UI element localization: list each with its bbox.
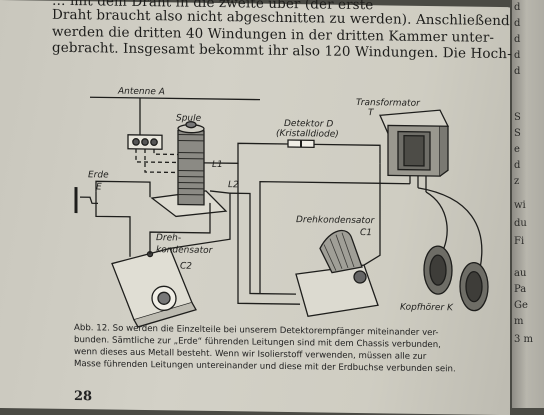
label-drehkondensator-right: Drehkondensator: [296, 215, 375, 226]
right-fragment: m: [514, 316, 523, 327]
right-fragment: e: [514, 144, 520, 155]
right-fragment: Pa: [514, 284, 526, 295]
label-antenne: Antenne A: [117, 87, 165, 98]
label-l2: L2: [228, 180, 239, 190]
antenna-wire: [90, 97, 260, 99]
label-drehkondensator-left-2: kondensator: [156, 245, 214, 256]
right-fragment: S: [514, 112, 521, 123]
right-fragment: 3 m: [514, 334, 533, 345]
right-fragment: d: [514, 34, 520, 45]
right-fragment: du: [514, 218, 527, 229]
right-fragment: d: [514, 50, 520, 61]
label-detektor: Detektor D: [284, 119, 333, 130]
label-e: E: [96, 182, 102, 192]
circuit-diagram: Antenne A Spule L1 L2 Erde E Dreh- konde…: [0, 0, 510, 337]
label-erde: Erde: [88, 170, 109, 180]
coil: [178, 130, 204, 204]
label-t: T: [368, 108, 375, 118]
label-transformator: Transformator: [356, 98, 421, 109]
label-kopfhoerer: Kopfhörer K: [400, 303, 454, 314]
right-page-edge: d d d d d S S e d z wi du Fi au Pa Ge m …: [512, 0, 544, 408]
right-fragment: d: [514, 18, 520, 29]
right-fragment: d: [514, 2, 520, 13]
right-fragment: d: [514, 160, 520, 171]
right-fragment: wi: [514, 200, 526, 211]
right-fragment: S: [514, 128, 521, 139]
label-drehkondensator-left-1: Dreh-: [156, 233, 181, 243]
label-kristalldiode: (Kristalldiode): [276, 129, 339, 140]
label-c1: C1: [360, 228, 372, 238]
right-fragment: d: [514, 66, 520, 77]
label-l1: L1: [212, 160, 223, 170]
label-spule: Spule: [176, 113, 202, 123]
right-fragment: au: [514, 268, 526, 279]
book-page: … mit dem Draht in die zweite über (der …: [0, 0, 510, 415]
right-fragment: Fi: [514, 236, 524, 247]
right-fragment: z: [514, 176, 519, 187]
label-c2: C2: [180, 262, 192, 272]
page-number: 28: [74, 389, 92, 404]
right-fragment: Ge: [514, 300, 528, 311]
